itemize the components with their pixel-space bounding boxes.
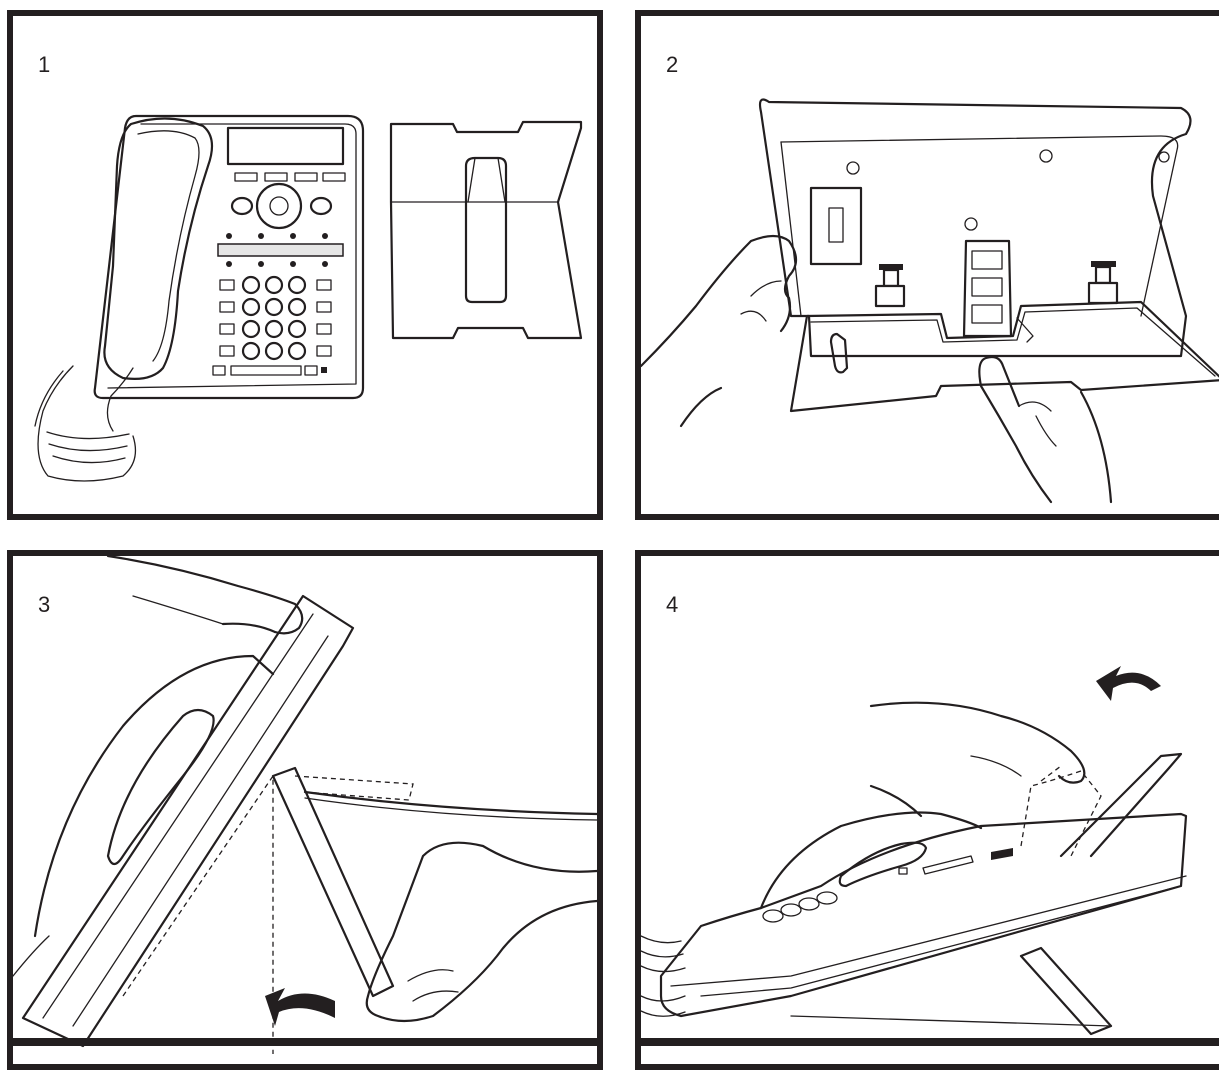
lower-hand — [367, 843, 597, 1021]
desk-phone-side — [661, 813, 1186, 1017]
phone-and-stand-illustration — [13, 16, 597, 514]
stand-underside-illustration — [641, 16, 1219, 514]
upper-hand — [108, 556, 302, 633]
hand-top — [871, 703, 1084, 816]
right-hand — [979, 357, 1111, 502]
rotate-arrow — [265, 988, 335, 1026]
coiled-cord — [35, 366, 135, 481]
phone-back-plate — [760, 100, 1190, 356]
step-4-panel: 4 — [635, 550, 1219, 1070]
step-1-panel: 1 — [7, 10, 603, 520]
phone-tilted — [13, 596, 353, 1054]
desk-phone — [95, 116, 363, 398]
stand-leg — [273, 768, 597, 996]
left-hand — [641, 236, 796, 426]
rotate-arrow — [1096, 666, 1161, 701]
stand-raised — [791, 754, 1181, 1034]
mounted-phone-illustration — [641, 556, 1219, 1054]
phone-stand — [391, 122, 581, 338]
step-3-panel: 3 — [7, 550, 603, 1070]
attach-stand-illustration — [13, 556, 597, 1054]
step-2-panel: 2 — [635, 10, 1219, 520]
